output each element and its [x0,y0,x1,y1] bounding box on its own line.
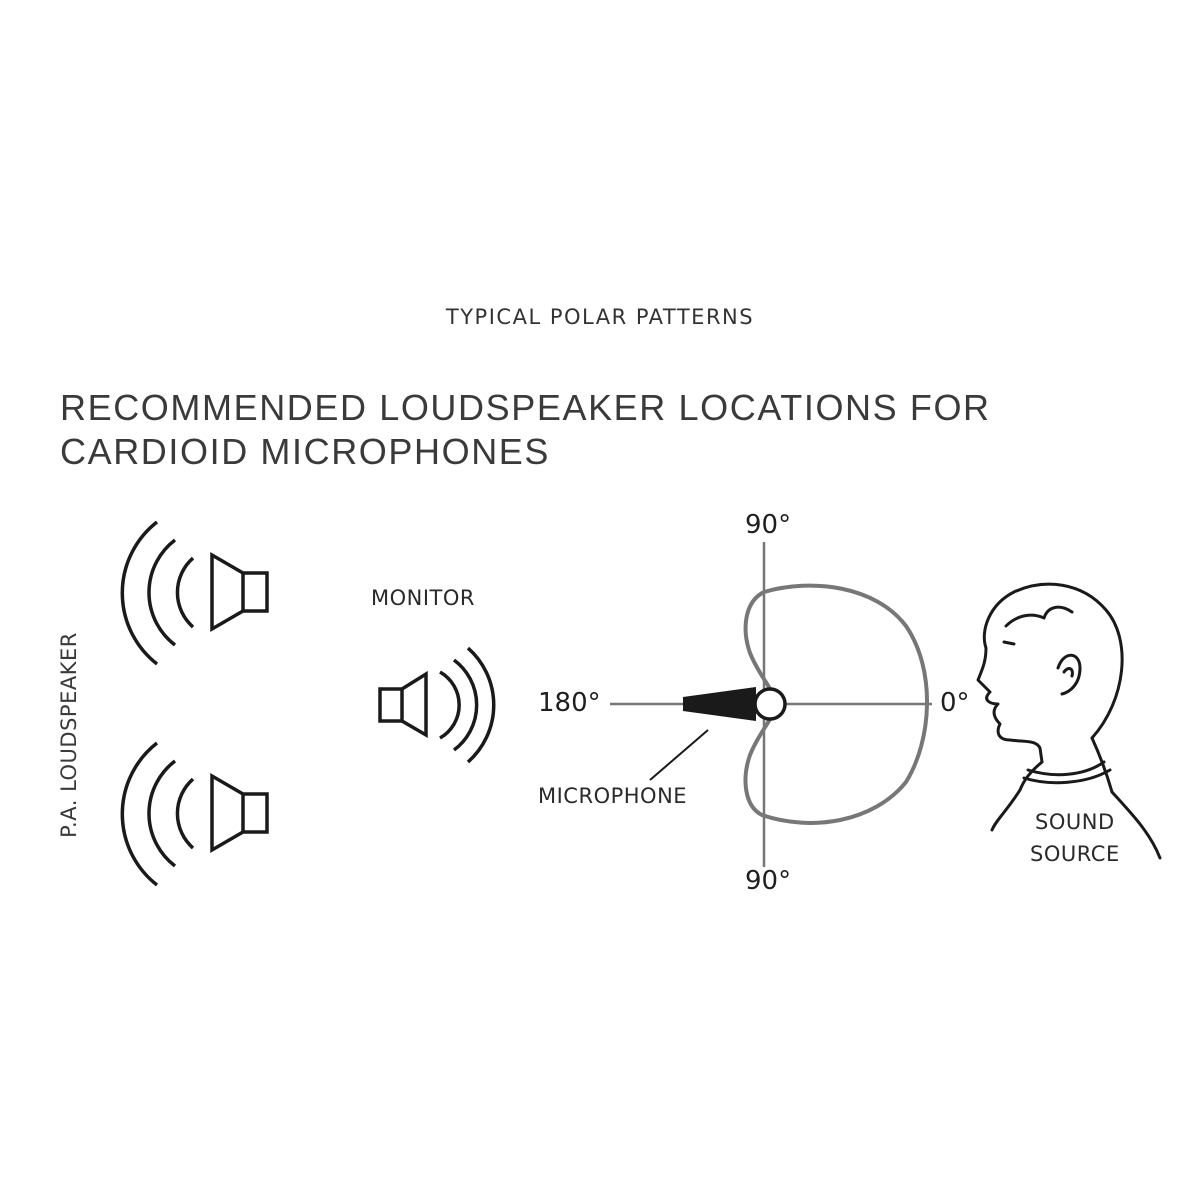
sound-source-label: SOUND SOURCE [1030,806,1120,870]
sound-source-line-1: SOUND [1035,810,1115,834]
head-profile-icon [976,582,1162,860]
angle-label-left: 180° [538,688,601,718]
angle-label-top: 90° [745,510,792,540]
pa-loudspeaker-label: P.A. LOUDSPEAKER [57,632,81,838]
pa-loudspeaker-top-icon [120,520,269,666]
sound-source-line-2: SOURCE [1030,842,1120,866]
angle-label-right: 0° [940,688,970,718]
monitor-speaker-icon [378,646,496,764]
page-title: RECOMMENDED LOUDSPEAKER LOCATIONS FOR CA… [60,386,1160,474]
overline-title: TYPICAL POLAR PATTERNS [445,305,755,329]
microphone-label: MICROPHONE [538,784,688,808]
title-line-2: CARDIOID MICROPHONES [60,431,551,472]
pa-loudspeaker-bottom-icon [120,741,269,887]
microphone-leader-line [649,729,709,781]
angle-label-bottom: 90° [745,866,792,896]
monitor-label: MONITOR [371,586,475,610]
title-line-1: RECOMMENDED LOUDSPEAKER LOCATIONS FOR [60,387,991,428]
microphone-icon [683,687,787,721]
cardioid-pattern [743,583,929,825]
